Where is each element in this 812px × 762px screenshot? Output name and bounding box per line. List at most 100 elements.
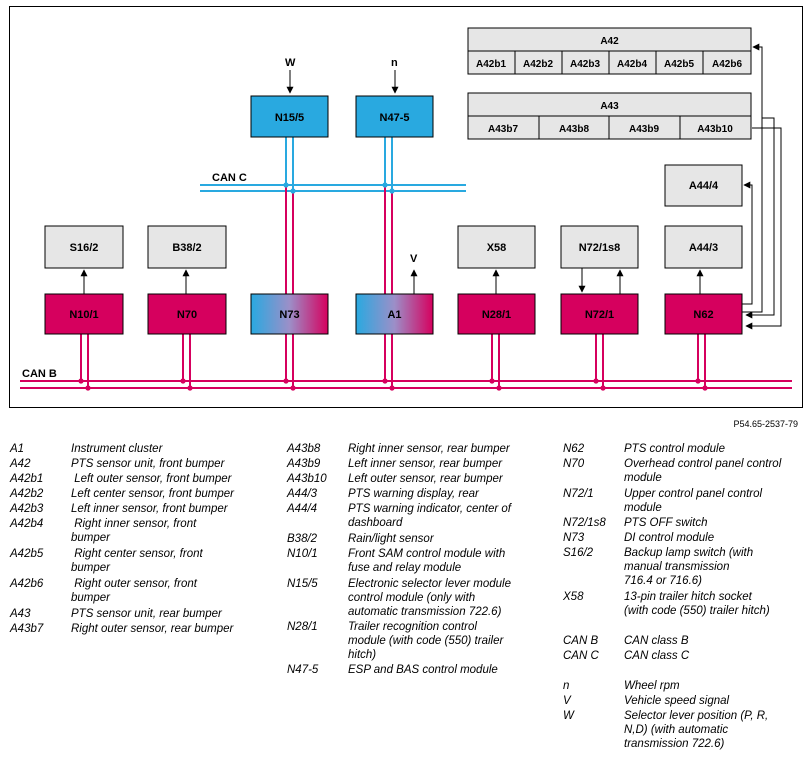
a43-label: A43 [600,101,619,112]
legend-code: A44/3 [287,488,318,500]
legend-code: N10/1 [287,548,318,560]
n-signal-label: n [391,57,398,69]
legend-code: S16/2 [563,547,594,559]
n10-1-box [44,293,124,335]
v-signal-label: V [410,253,418,265]
legend-entry: A43b8 Right inner sensor, rear bumper [287,442,563,456]
legend-description: DI control module [624,532,715,544]
n70-label: N70 [177,309,197,321]
a44-4-label: A44/4 [689,180,719,192]
n62-box [664,293,743,335]
legend-code: B38/2 [287,533,318,545]
can-c-links [285,185,393,294]
legend-code: A43b8 [287,443,321,455]
n10-1-label: N10/1 [69,309,98,321]
s16-2-label: S16/2 [70,242,99,254]
legend-code: A42b5 [10,548,44,560]
can-b-bus [20,380,792,389]
a1-box [355,293,434,335]
legend-description: Left inner sensor, front bumper [71,503,228,515]
legend-description: Left center sensor, front bumper [71,488,235,500]
n73-box [250,293,329,335]
legend-code: CAN B [563,635,599,647]
legend-description: Right inner sensor, rear bumper [348,443,510,455]
legend-code: A43 [10,608,31,620]
legend-entry: A43 PTS sensor unit, rear bumper [10,607,281,621]
n15-5-label: N15/5 [275,112,304,124]
a42b1-label: A42b1 [476,59,506,70]
legend-description: ESP and BAS control module [348,664,498,676]
legend-description: PTS control module [624,443,725,455]
a1-label: A1 [387,309,401,321]
n73-label: N73 [279,309,299,321]
legend-description: Rain/light sensor [348,533,434,545]
legend-description: PTS sensor unit, rear bumper [71,608,222,620]
legend-entry: A42b1 Left outer sensor, front bumper [10,472,281,486]
legend-code: A42b3 [10,503,44,515]
a42-label: A42 [600,36,619,47]
n28-1-label: N28/1 [482,309,511,321]
a44-3-label: A44/3 [689,242,718,254]
legend-description: PTS sensor unit, front bumper [71,458,225,470]
can-b-drops [80,334,706,388]
legend-description: Wheel rpm [624,680,680,692]
signal-arrows [80,43,782,330]
a44-4-box [664,164,743,207]
a42b4-label: A42b4 [617,59,647,70]
legend-description: Selector lever position (P, R,N,D) (with… [624,710,769,750]
legend-code: N47-5 [287,664,319,676]
legend-code: A42b2 [10,488,44,500]
legend-description: 13-pin trailer hitch socket(with code (5… [624,591,770,617]
legend-description: Left inner sensor, rear bumper [348,458,503,470]
legend-code: N70 [563,458,585,470]
can-b-junctions [78,378,708,391]
n72-1s8-label: N72/1s8 [579,242,621,254]
legend-entry: B38/2 Rain/light sensor [287,532,563,546]
legend-description: Vehicle speed signal [624,695,730,707]
legend-code: A44/4 [287,503,318,515]
can-c-drops [285,137,393,191]
a43b8-label: A43b8 [559,124,589,135]
legend-code: N15/5 [287,578,318,590]
a43b7-label: A43b7 [488,124,518,135]
legend-entry: X58 13-pin trailer hitch socket(with code… [563,590,804,618]
legend-code: X58 [563,591,584,603]
n15-5-box [250,95,329,138]
legend-description: CAN class C [624,650,690,662]
legend-entry: A42b2 Left center sensor, front bumper [10,487,281,501]
legend-code: A42 [10,458,31,470]
legend-entry: A42b3 Left inner sensor, front bumper [10,502,281,516]
a42-unit: A42 A42b1 A42b2 A42b3 A42b4 A42b5 A42b6 [467,27,752,75]
n47-5-box [355,95,434,138]
s16-2-box [44,225,124,269]
can-c-label: CAN C [212,172,247,184]
legend-description: Instrument cluster [71,443,163,455]
